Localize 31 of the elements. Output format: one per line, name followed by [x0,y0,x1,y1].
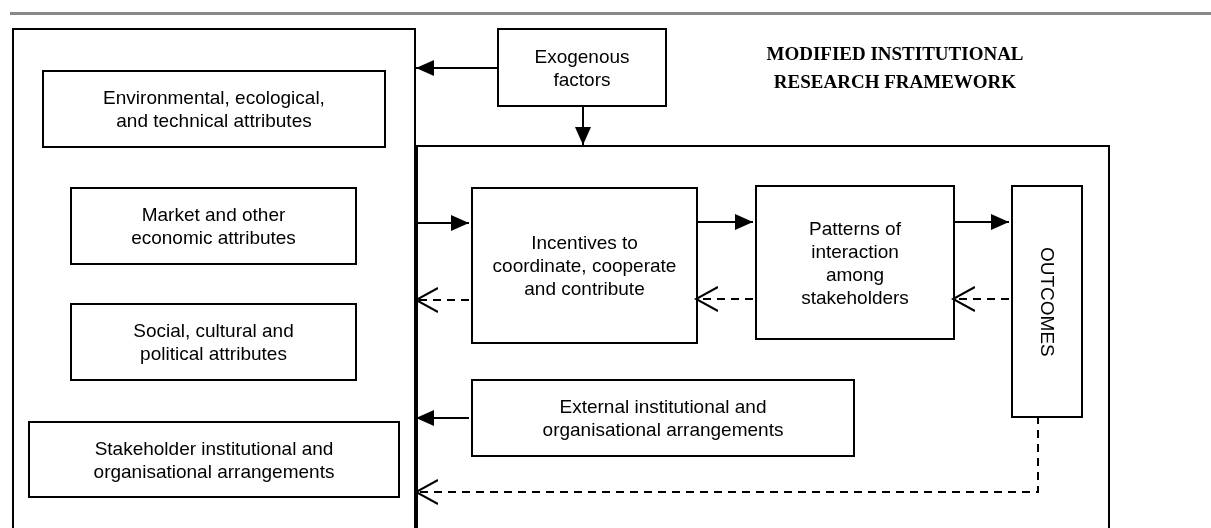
text-box [42,70,386,148]
arrow [415,215,470,231]
text-box [471,379,855,457]
arrow [695,214,754,230]
arrow [695,286,754,312]
arrow [415,410,470,426]
node-label: Exogenous factors [533,44,631,91]
group-frame [12,28,416,528]
arrow [415,60,498,76]
text-box [471,187,698,344]
arrow [952,286,1010,312]
text-box [497,28,667,107]
text-box [70,187,357,265]
text-box [28,421,400,498]
node-label: Stakeholder institutional and organisational arrangements [92,436,336,483]
outcome-box [1011,185,1083,418]
node-label: OUTCOMES [1035,246,1059,357]
text-box [70,303,357,381]
group-frame [416,145,1110,528]
node-label: Incentives to coordinate, cooperate and contribute [491,231,678,300]
arrow [415,415,1039,505]
node-label: Patterns of interaction among stakeholders [800,216,910,309]
node-label: External institutional and organisational arrangements [541,395,785,441]
arrow [415,287,470,313]
node-label: Social, cultural and political attributes [132,319,295,365]
diagram-title: MODIFIED INSTITUTIONAL RESEARCH FRAMEWORK [765,42,1025,94]
node-label: Environmental, ecological, and technical attributes [102,86,326,132]
arrow [952,214,1010,230]
node-label: Market and other economic attributes [130,203,297,249]
text-box [755,185,955,340]
arrow [575,106,591,146]
